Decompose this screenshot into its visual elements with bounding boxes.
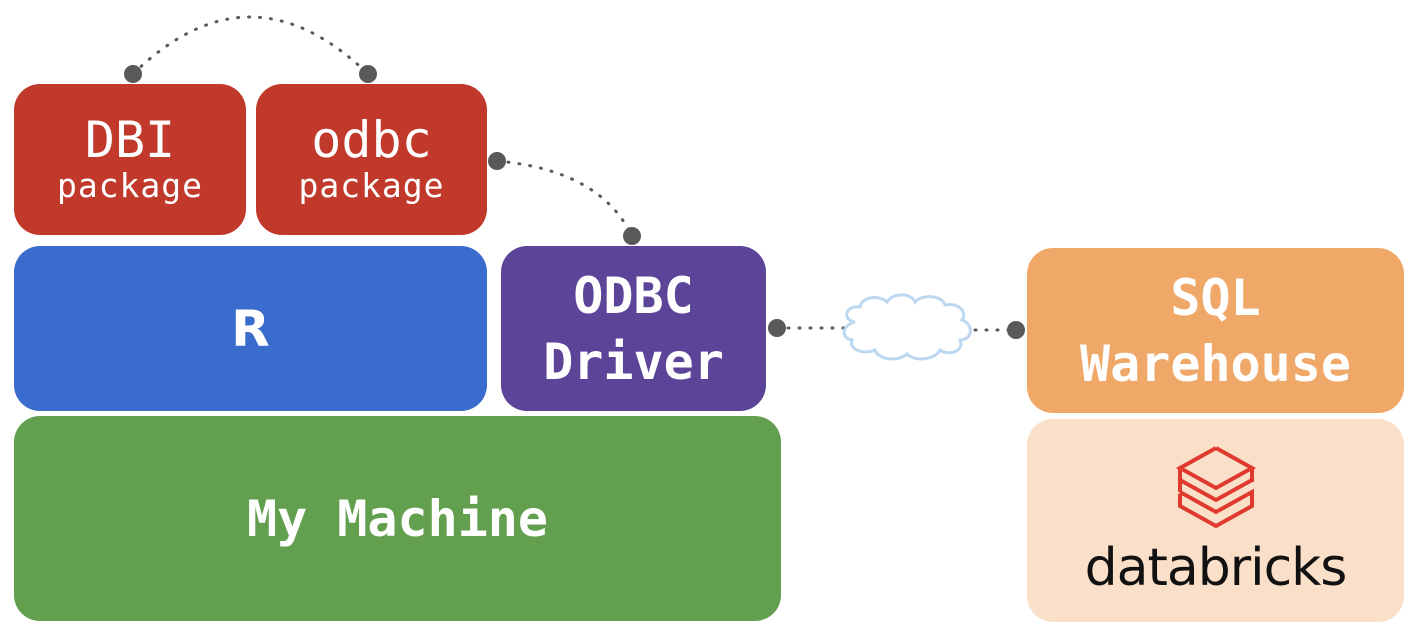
r-box: R: [14, 246, 487, 411]
connector-dot-driver-side: [768, 319, 786, 337]
connector-dbi-odbc: [131, 15, 370, 76]
connector-dot-odbc-top: [359, 65, 377, 83]
my-machine-label: My Machine: [246, 489, 549, 548]
connector-dot-warehouse-side: [1007, 321, 1025, 339]
odbc-sublabel: package: [298, 165, 445, 205]
sql-warehouse-line1: SQL: [1170, 268, 1261, 327]
databricks-wordmark: databricks: [1084, 537, 1348, 598]
connector-dot-odbc-side: [488, 152, 506, 170]
connector-dot-driver-top: [623, 227, 641, 245]
odbc-driver-box: ODBC Driver: [501, 246, 766, 411]
databricks-logo-icon: [1175, 445, 1256, 528]
my-machine-box: My Machine: [14, 416, 781, 621]
connector-odbc-driver: [495, 159, 634, 238]
odbc-label: odbc: [311, 110, 432, 169]
dbi-label: DBI: [84, 110, 176, 169]
dbi-sublabel: package: [56, 165, 204, 205]
dbi-package-box: DBI package: [14, 84, 246, 235]
odbc-package-box: odbc package: [256, 84, 487, 235]
connector-dot-dbi: [124, 65, 142, 83]
databricks-box: databricks: [1027, 419, 1404, 622]
odbc-driver-line2: Driver: [543, 332, 724, 391]
odbc-driver-line1: ODBC: [573, 266, 694, 325]
sql-warehouse-box: SQL Warehouse: [1027, 248, 1404, 413]
sql-warehouse-line2: Warehouse: [1080, 334, 1351, 393]
cloud-icon: [842, 293, 972, 361]
r-label: R: [231, 299, 270, 358]
